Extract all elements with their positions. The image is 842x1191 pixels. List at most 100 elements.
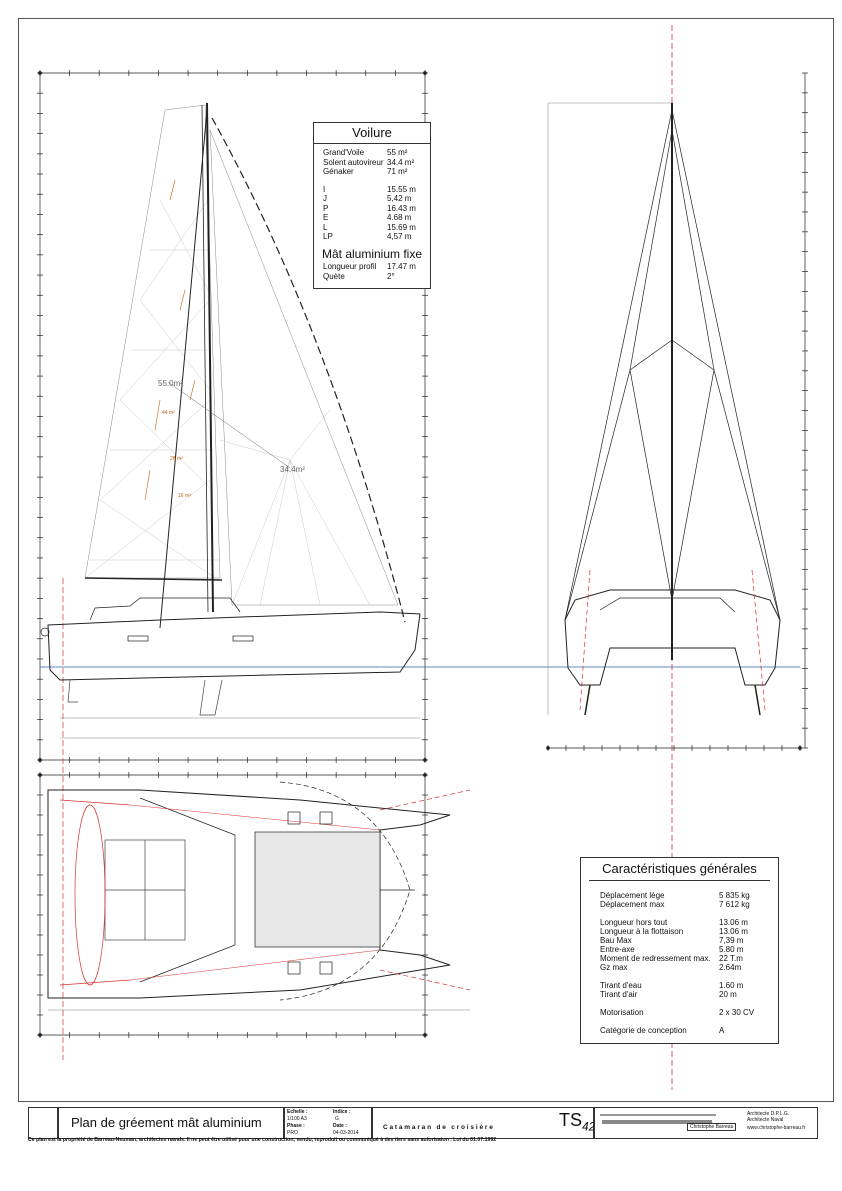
characteristic-row: Tirant d'eau 1.60 m [581,981,778,990]
characteristic-value: 13.06 m [719,918,748,927]
characteristic-row: Tirant d'air 20 m [581,990,778,999]
date-label: Date : [333,1123,347,1129]
characteristic-label: Entre-axe [600,945,635,954]
trampoline [254,831,381,948]
characteristic-label: Déplacement lège [600,891,665,900]
characteristic-row: Bau Max 7,39 m [581,936,778,945]
characteristic-label: Tirant d'eau [600,981,642,990]
copyright-notice: Ce plan est la propriété de Barreau-Neum… [28,1137,497,1143]
phase-value: PRO [287,1130,298,1136]
spec-label: Solent autovireur [323,157,384,167]
spec-row: J 5,42 m [314,194,430,204]
characteristic-value: 20 m [719,990,737,999]
spec-label: LP [323,232,333,241]
model-name: TS42 [559,1110,595,1134]
plan-view [47,781,471,1011]
characteristic-row: Catégorie de conception A [581,1026,778,1035]
model-prefix: TS [559,1110,583,1130]
drawing-frame [18,18,834,1102]
characteristic-value: 22 T.m [719,954,743,963]
spec-value: 15.55 m [387,184,416,194]
spec-value: 34.4 m² [387,157,415,167]
characteristic-value: A [719,1026,725,1035]
model-number: 42 [582,1119,596,1134]
spec-label: Quète [323,271,345,281]
spec-row: L 15.69 m [314,223,430,233]
phase-label: Phase : [287,1123,305,1129]
spec-row: I 15.55 m [314,185,430,195]
characteristic-label: Tirant d'air [600,990,638,999]
spec-value: 5,42 m [387,194,412,203]
deck-outline [47,789,451,999]
architect-website: www.christophe-barreau.fr [747,1125,806,1131]
scale-bar-icon [600,1114,716,1124]
mainsail-area-label: 55.0m² [158,379,183,388]
reef3-area-label: 16 m² [178,493,191,499]
spec-value: 2° [387,271,395,281]
sail-specs-table: Voilure Grand'Voile 55 m² Solent autovire… [313,122,431,289]
backstay [159,109,208,629]
spec-label: P [323,203,329,213]
hulls-front [564,589,781,686]
title-block: Plan de gréement mât aluminium Echelle :… [28,1107,820,1139]
ruler-bottom-front [546,745,802,751]
characteristic-value: 5 835 kg [719,891,750,900]
plan-info-cell: Echelle : 1/100 A3 Indice : G Phase : PR… [284,1107,372,1139]
jib-area-label: 34.4m² [280,465,305,474]
mast [206,102,214,613]
project-name: C a t a m a r a n d e c r o i s i è r e [383,1124,493,1131]
spec-value: 15.69 m [387,222,416,232]
characteristic-label: Catégorie de conception [600,1026,687,1035]
mainsail [84,104,221,579]
revision-value: G [335,1116,339,1122]
spec-label: L [323,222,328,232]
logo-cell [28,1107,58,1139]
sail-specs-title: Voilure [314,123,430,144]
ruler-end [798,746,802,750]
plan-title: Plan de gréement mât aluminium [71,1115,262,1130]
scale-value: 1/100 A3 [287,1116,307,1122]
characteristic-value: 2.64m [719,963,742,972]
architect-cell: Christophe Barreau Architecte D.P.L.G. A… [594,1107,818,1139]
characteristic-value: 7,39 m [719,936,744,945]
characteristic-value: 7 612 kg [719,900,750,909]
mast-specs-title: Mât aluminium fixe [321,246,423,261]
characteristics-title: Caractéristiques générales [589,858,770,881]
date-value: 04-03-2014 [333,1130,359,1136]
characteristic-value: 1.60 m [719,981,744,990]
gennaker-luff [211,117,406,623]
spec-value: 4.68 m [387,213,412,222]
characteristic-value: 5.80 m [719,945,744,954]
spec-row: Grand'Voile 55 m² [314,148,430,158]
characteristic-label: Bau Max [600,936,632,945]
reef2-area-label: 28 m² [170,456,183,462]
solent-jib [209,129,399,606]
spec-row: LP 4,57 m [314,232,430,242]
spec-label: Longueur profil [323,262,377,271]
architect-name: Christophe Barreau [687,1123,737,1131]
reef1-area-label: 44 m² [162,410,175,416]
side-view: 55.0m² 34.4m² 44 m² 28 m² 16 m² [40,102,421,1060]
ruler-top-side [38,70,427,1038]
spec-value: 16.43 m [387,203,416,213]
spec-label: Grand'Voile [323,148,365,157]
plan-title-cell: Plan de gréement mât aluminium [58,1107,284,1139]
spec-row: P 16.43 m [314,204,430,214]
characteristic-label: Motorisation [600,1008,644,1017]
general-characteristics-table: Caractéristiques générales Déplacement l… [580,857,779,1044]
characteristic-label: Longueur à la flottaison [600,927,684,936]
characteristic-value: 13.06 m [719,927,748,936]
spec-label: I [323,184,326,194]
spec-value: 4,57 m [387,232,412,241]
spec-value: 55 m² [387,148,408,157]
scale-label: Echelle : [287,1109,308,1115]
project-cell: C a t a m a r a n d e c r o i s i è r e … [372,1107,595,1139]
spec-label: J [323,194,327,203]
hull-profile [47,611,421,681]
